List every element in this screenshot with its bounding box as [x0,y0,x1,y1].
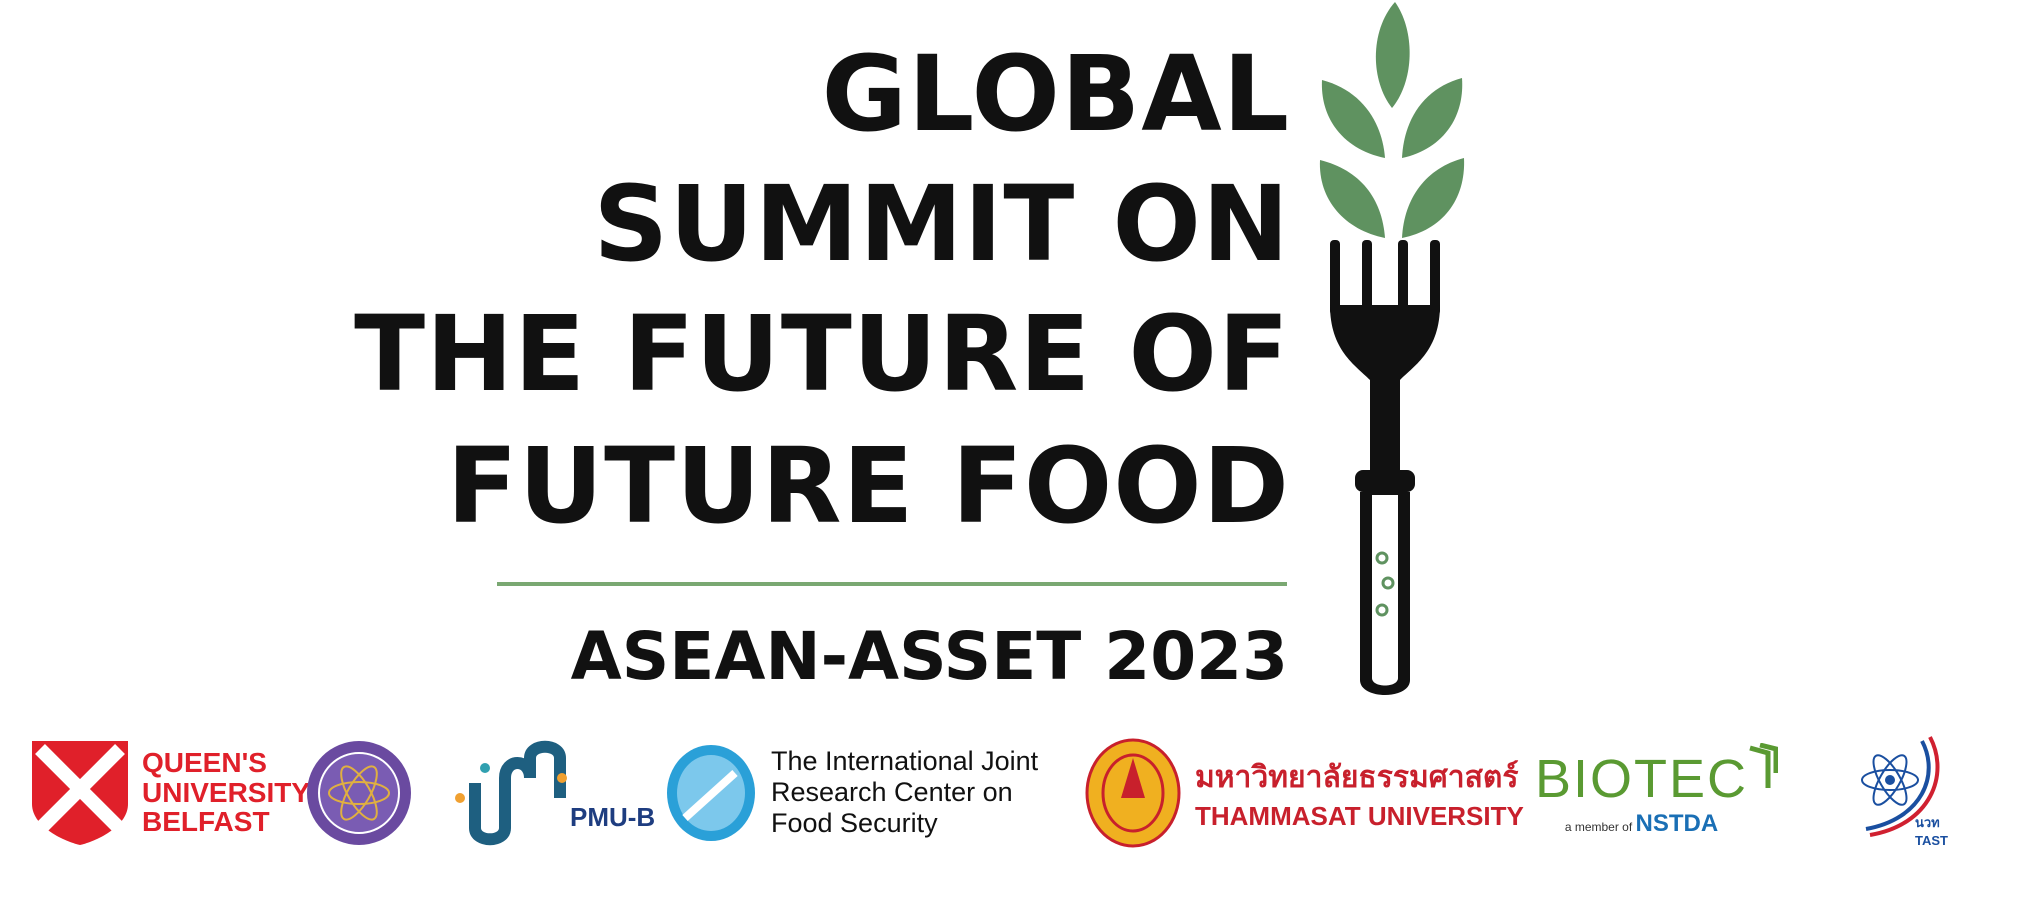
tast-thai: นวท [1915,815,1940,830]
biotec-name: BIOTEC [1535,748,1749,809]
logo-purple-seal [305,735,413,850]
title-line-4: FUTURE FOOD [446,425,1290,547]
logo-queens-university-belfast: QUEEN'S UNIVERSITY BELFAST [30,735,310,850]
divider [497,582,1287,586]
jrc-line3: Food Security [771,808,938,839]
qub-line2: UNIVERSITY [142,776,311,808]
atom-seal-icon [307,740,411,845]
logo-tast: นวท TAST [1850,735,1950,850]
qub-line1: QUEEN'S [142,747,267,779]
thammasat-emblem-icon [1085,738,1181,847]
pmu-b-mark-icon [455,740,567,845]
logo-pmu-b: PMU-B [450,735,655,850]
qub-line3: BELFAST [142,806,270,838]
logo-thammasat-university: มหาวิทยาลัยธรรมศาสตร์ THAMMASAT UNIVERSI… [1085,735,1524,850]
fork-leaf-icon [1319,2,1465,695]
jrc-line1: The International Joint [771,745,1039,776]
subtitle: ASEAN-ASSET 2023 [570,618,1288,695]
pmu-b-label: PMU-B [570,802,656,832]
jrc-line2: Research Center on [771,776,1013,807]
thammasat-thai-name: มหาวิทยาลัยธรรมศาสตร์ [1195,760,1519,794]
logo-joint-research-center: The International Joint Research Center … [665,735,1038,850]
title-line-1: GLOBAL [821,33,1290,155]
nstda-label: NSTDA [1635,809,1719,837]
qub-crest-icon [32,740,128,845]
logo-biotec: BIOTEC a member of NSTDA [1535,735,1779,850]
tast-atom-icon: นวท TAST [1861,736,1948,848]
title-line-3: THE FUTURE OF [354,293,1290,415]
tast-english: TAST [1915,833,1948,848]
title-line-2: SUMMIT ON [593,163,1290,285]
food-security-globe-icon [667,744,755,841]
biotec-member-text: a member of [1564,819,1633,834]
biotec-leaf-icon [1749,742,1779,788]
thammasat-english-name: THAMMASAT UNIVERSITY [1195,800,1524,831]
